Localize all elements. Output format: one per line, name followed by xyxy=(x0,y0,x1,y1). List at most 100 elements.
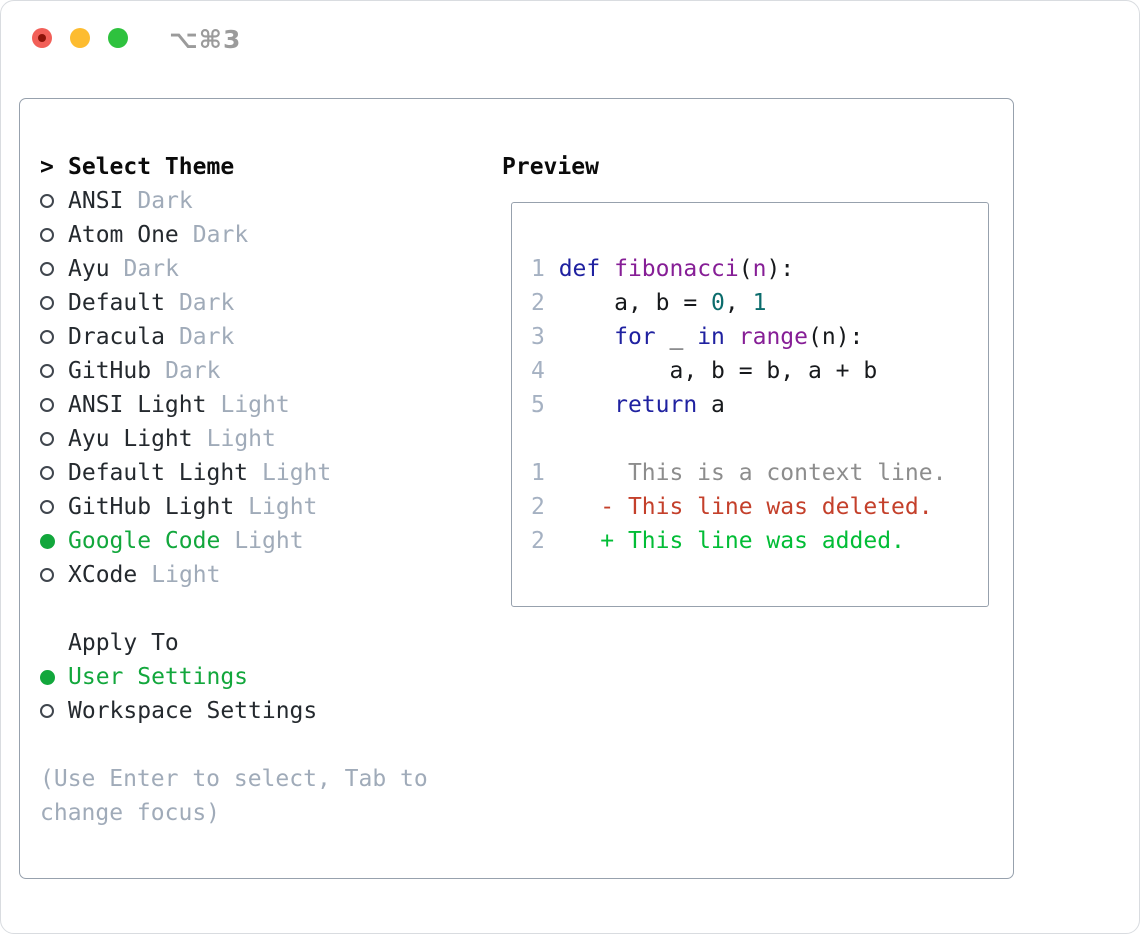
select-theme-header: > Select Theme xyxy=(40,150,428,184)
option-prefix xyxy=(40,330,68,344)
radio-unselected-icon xyxy=(40,364,54,378)
preview-header: Preview xyxy=(502,154,599,180)
option-prefix xyxy=(40,228,68,242)
zoom-button[interactable] xyxy=(108,28,128,48)
keyboard-shortcut-label: ⌥⌘3 xyxy=(169,25,242,54)
option-prefix xyxy=(40,466,68,480)
option-label: Ayu xyxy=(68,256,110,282)
option-variant-label: Light xyxy=(220,392,290,418)
code-token: 1 xyxy=(752,290,767,316)
code-line: 2 a, b = 0, 1 xyxy=(531,286,946,320)
focus-caret-icon: > xyxy=(40,154,54,180)
code-token: in xyxy=(697,324,725,350)
option-label: GitHub Light xyxy=(68,494,235,520)
option-prefix xyxy=(40,296,68,310)
code-line: 1 def fibonacci(n): xyxy=(531,252,946,286)
line-number: 2 xyxy=(531,290,559,316)
select-theme-title: Select Theme xyxy=(68,154,235,180)
code-token xyxy=(559,324,614,350)
code-token xyxy=(725,324,739,350)
option-variant-label: Light xyxy=(151,562,221,588)
apply-to-title: Apply To xyxy=(68,630,179,656)
radio-unselected-icon xyxy=(40,296,54,310)
code-token: + This line was added. xyxy=(558,528,905,554)
option-prefix xyxy=(40,568,68,582)
code-token: for xyxy=(614,324,656,350)
code-token: - This line was deleted. xyxy=(558,494,933,520)
code-token: a xyxy=(697,392,725,418)
radio-unselected-icon xyxy=(40,432,54,446)
code-line: 5 return a xyxy=(531,388,946,422)
radio-unselected-icon xyxy=(40,398,54,412)
radio-selected-icon xyxy=(40,669,55,685)
option-variant-label: Light xyxy=(248,494,318,520)
radio-unselected-icon xyxy=(40,568,54,582)
theme-option-dracula[interactable]: Dracula Dark xyxy=(40,320,428,354)
code-token: 0 xyxy=(711,290,725,316)
option-variant-label: Light xyxy=(206,426,276,452)
close-dot-icon xyxy=(38,34,46,42)
radio-unselected-icon xyxy=(40,262,54,276)
option-label: Dracula xyxy=(68,324,165,350)
code-token xyxy=(559,392,614,418)
code-token: return xyxy=(614,392,698,418)
code-token: n xyxy=(752,256,767,282)
radio-unselected-icon xyxy=(40,466,54,480)
theme-option-github-light[interactable]: GitHub Light Light xyxy=(40,490,428,524)
hint-text: (Use Enter to select, Tab to change focu… xyxy=(40,762,428,830)
close-button[interactable] xyxy=(32,28,52,48)
radio-unselected-icon xyxy=(40,228,54,242)
window-titlebar: ⌥⌘3 xyxy=(1,1,1139,71)
line-number: 4 xyxy=(531,358,559,384)
code-token: , xyxy=(724,290,753,316)
minimize-button[interactable] xyxy=(70,28,90,48)
option-prefix xyxy=(40,432,68,446)
spacer xyxy=(40,728,428,762)
option-prefix xyxy=(40,262,68,276)
option-variant-label: Dark xyxy=(178,324,235,350)
code-line: 2 - This line was deleted. xyxy=(531,490,946,524)
code-token: (n): xyxy=(808,324,864,350)
option-variant-label: Dark xyxy=(165,358,221,384)
apply-option-user-settings[interactable]: User Settings xyxy=(40,660,428,694)
option-prefix xyxy=(40,194,68,208)
option-label: Default xyxy=(68,290,165,316)
option-label: User Settings xyxy=(68,664,249,690)
option-variant-label: Light xyxy=(234,528,304,554)
option-label: Google Code xyxy=(68,528,221,554)
code-line: 3 for _ in range(n): xyxy=(531,320,946,354)
apply-option-workspace-settings[interactable]: Workspace Settings xyxy=(40,694,428,728)
option-variant-label: Dark xyxy=(192,222,249,248)
option-prefix xyxy=(40,704,68,718)
apply-to-header: Apply To xyxy=(40,626,428,660)
code-line xyxy=(531,422,946,456)
option-variant-label: Dark xyxy=(137,188,193,214)
line-number: 5 xyxy=(531,392,559,418)
code-line: 1 This is a context line. xyxy=(531,456,946,490)
code-line: 4 a, b = b, a + b xyxy=(531,354,946,388)
code-token: ): xyxy=(766,256,795,282)
option-prefix xyxy=(40,364,68,378)
theme-option-google-code[interactable]: Google Code Light xyxy=(40,524,428,558)
code-token: a, b = xyxy=(558,290,712,316)
option-label: Workspace Settings xyxy=(68,698,318,724)
line-number: 1 xyxy=(531,460,559,486)
code-token: This is a context line. xyxy=(558,460,947,486)
code-token: fibonacci xyxy=(614,256,739,282)
spacer xyxy=(40,592,428,626)
radio-unselected-icon xyxy=(40,704,54,718)
